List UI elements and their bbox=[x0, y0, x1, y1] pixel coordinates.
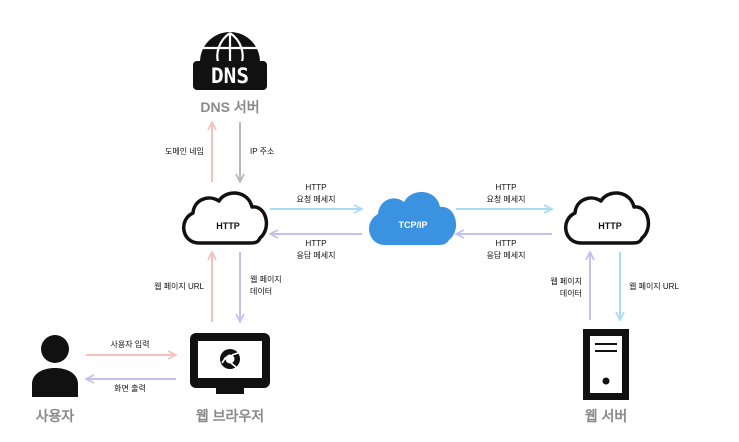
domain-name-label: 도메인 네임 bbox=[164, 147, 204, 156]
server-icon bbox=[583, 329, 629, 400]
http-request-left-label: HTTP 요청 메세지 bbox=[286, 182, 346, 206]
web-server-label: 웹 서버 bbox=[584, 408, 628, 424]
cloud-icon: HTTP bbox=[564, 191, 651, 245]
user-label: 사용자 bbox=[35, 408, 75, 424]
http-request-right-line2: 요청 메세지 bbox=[486, 195, 526, 204]
cloud-icon: HTTP bbox=[182, 191, 269, 245]
http-response-right-line2: 응답 메세지 bbox=[486, 251, 526, 260]
page-data-left-line1: 웹 페이지 bbox=[250, 275, 282, 284]
http-request-right-line1: HTTP bbox=[495, 183, 517, 192]
page-data-right-line1: 웹 페이지 bbox=[550, 277, 582, 286]
user-input-label: 사용자 입력 bbox=[110, 340, 150, 349]
page-data-left-line2: 데이터 bbox=[250, 287, 273, 296]
web-browser-label: 웹 브라우저 bbox=[195, 408, 265, 424]
http-response-right-label: HTTP 응답 메세지 bbox=[476, 238, 536, 262]
http-request-left-line1: HTTP bbox=[305, 183, 327, 192]
page-data-right-line2: 데이터 bbox=[559, 289, 582, 298]
http-response-left-line2: 응답 메세지 bbox=[296, 251, 336, 260]
dns-globe-icon: DNS bbox=[193, 32, 267, 90]
screen-output-label: 화면 출력 bbox=[114, 384, 146, 393]
cloud-right-label: HTTP bbox=[598, 221, 622, 231]
page-data-left-label: 웹 페이지 데이터 bbox=[250, 274, 300, 298]
http-request-left-line2: 요청 메세지 bbox=[296, 195, 336, 204]
http-request-right-label: HTTP 요청 메세지 bbox=[476, 182, 536, 206]
page-url-left-label: 웹 페이지 URL bbox=[154, 282, 204, 291]
dns-server-label: DNS 서버 bbox=[200, 99, 260, 115]
page-url-right-label: 웹 페이지 URL bbox=[629, 282, 679, 291]
http-response-left-label: HTTP 응답 메세지 bbox=[286, 238, 346, 262]
http-response-right-line1: HTTP bbox=[495, 239, 517, 248]
cloud-icon: TCP/IP bbox=[369, 191, 457, 245]
tcpip-label: TCP/IP bbox=[398, 220, 427, 230]
page-data-right-label: 웹 페이지 데이터 bbox=[530, 276, 582, 300]
dns-icon-text: DNS bbox=[211, 64, 249, 88]
ip-address-label: IP 주소 bbox=[250, 147, 275, 156]
monitor-icon bbox=[190, 333, 270, 394]
chrome-icon bbox=[220, 349, 240, 369]
http-response-left-line1: HTTP bbox=[305, 239, 327, 248]
user-icon bbox=[32, 335, 78, 397]
cloud-left-label: HTTP bbox=[216, 221, 240, 231]
